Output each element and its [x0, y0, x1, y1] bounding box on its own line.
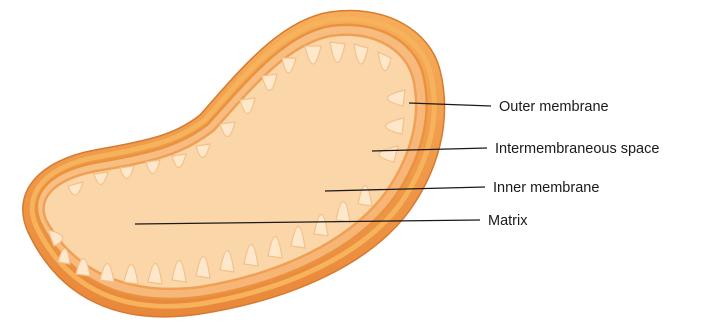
label-intermembraneous-space: Intermembraneous space [495, 141, 659, 157]
label-outer-membrane: Outer membrane [499, 99, 609, 115]
label-inner-membrane: Inner membrane [493, 180, 599, 196]
label-matrix: Matrix [488, 213, 528, 229]
